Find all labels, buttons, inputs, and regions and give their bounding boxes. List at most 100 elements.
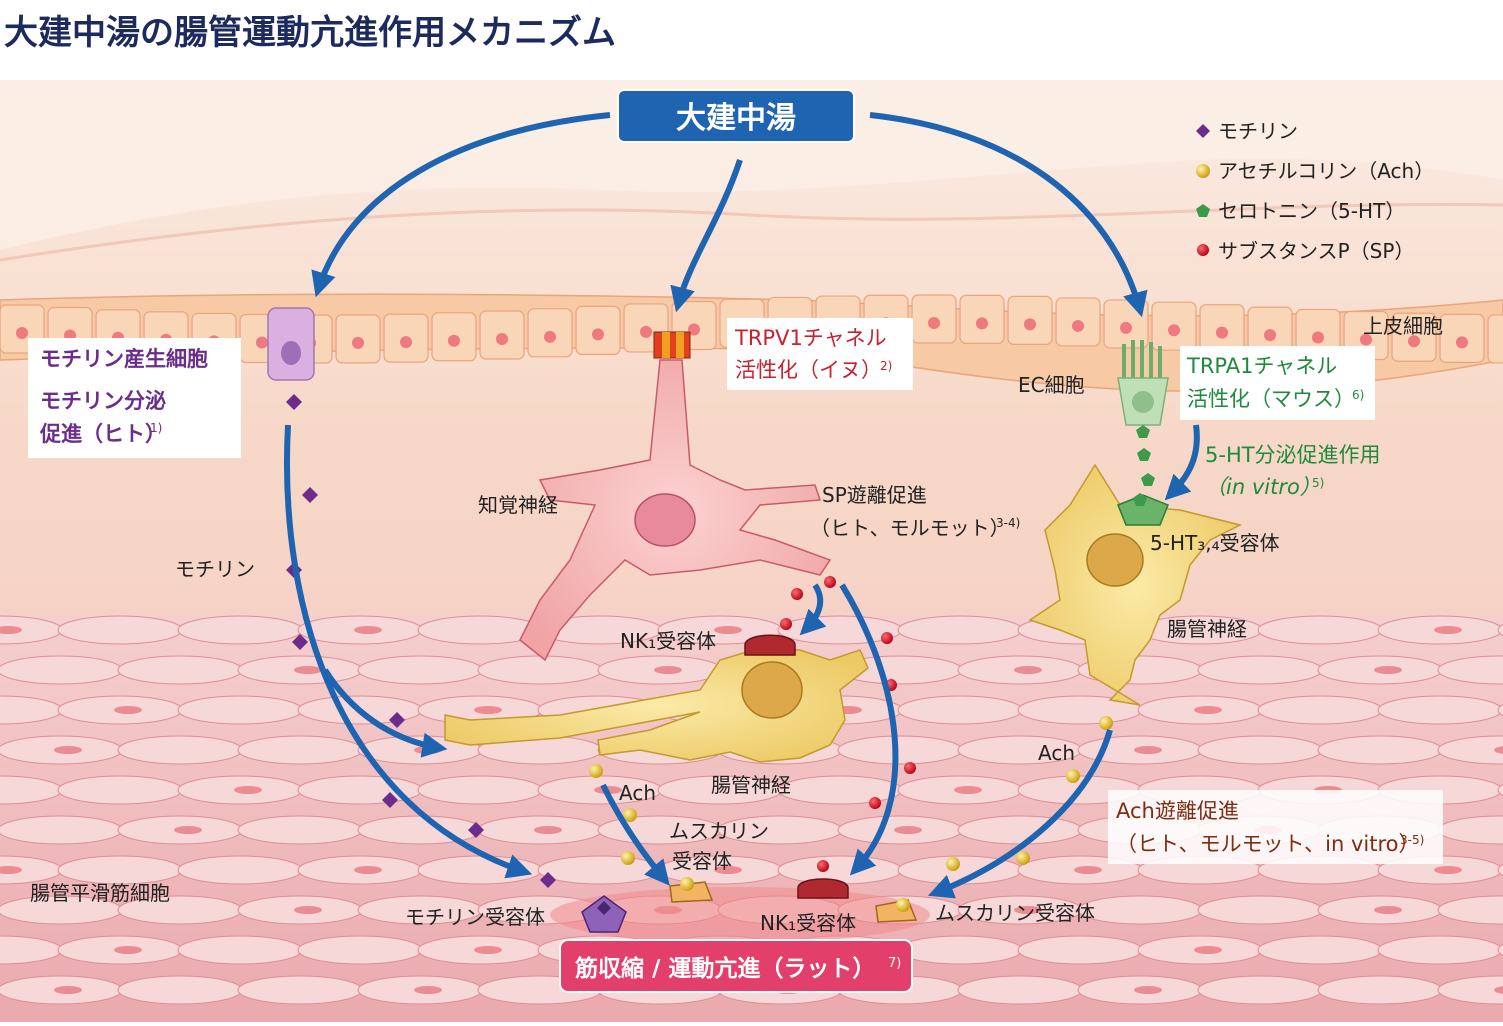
muscle-nucleus [54,746,82,754]
smooth-muscle-cell [537,855,663,885]
ach-molecule-icon [1099,716,1113,730]
smooth-muscle-cell [297,935,423,965]
ach-molecule-icon [623,808,637,822]
muscle-nucleus [1434,626,1462,634]
smooth-muscle-cell [1437,975,1503,1005]
epithelium-nucleus [1264,329,1276,342]
enteric-nerve-right [1028,463,1243,706]
motilin-box-line3: 促進（ヒト） [39,422,166,446]
outcome-badge-ref: 7) [888,956,901,971]
arrow-motilin-to-enteric-nerve [322,668,448,758]
pathway-arrows [284,112,1200,899]
muscle-nucleus [234,786,262,794]
smooth-muscle-cell [177,935,303,965]
smooth-muscle-cell [777,775,903,805]
label-nk1-lower: NK₁受容体 [760,911,856,935]
motilin-box-line2: モチリン分泌 [40,389,166,413]
arrow-5ht-to-receptor [1164,424,1200,501]
epithelium-nucleus [928,317,940,330]
motilin-box-line1: モチリン産生細胞 [40,347,208,371]
smooth-muscle-cell [0,655,123,685]
muscle-nucleus [1194,946,1222,954]
smooth-muscle-cell [837,735,963,765]
contracting-muscle-cell [550,887,930,943]
smooth-muscle-cell [1197,895,1323,925]
trpv1-channel [653,331,691,359]
muscle-nucleus [1374,666,1402,674]
ach-molecule-icon [1066,769,1080,783]
motilin-info-box: モチリン産生細胞 モチリン分泌 促進（ヒト） 1) [28,338,241,458]
smooth-muscle-cell [1197,975,1323,1005]
arrow-ach-to-muscarinic-right [927,729,1113,899]
pentagon-green-icon [1196,204,1210,217]
epithelium-nucleus [352,336,364,349]
ach-molecule-icon [896,898,910,912]
ach-molecule-icon [589,764,603,778]
epithelium-nucleus [496,332,508,345]
muscle-nucleus [1014,666,1042,674]
muscle-nucleus [354,626,382,634]
epithelium-nucleus [1360,333,1372,346]
smooth-muscle-cell [897,615,1023,645]
substance-p-molecule-icon [869,797,881,809]
serotonin-molecule-icon [1133,493,1147,506]
label-sp-release-ref: 3-4) [996,516,1020,530]
muscle-nucleus [174,826,202,834]
muscle-nucleus [714,626,742,634]
label-epithelium: 上皮細胞 [1363,314,1443,338]
epithelium-nucleus [1408,335,1420,348]
motilin-molecule-icon [286,394,302,410]
smooth-muscle-cell [1257,695,1383,725]
serotonin-molecule-icon [1137,448,1151,461]
muscle-nucleus [294,666,322,674]
muscle-nucleus [54,986,82,994]
epithelium-nucleus [976,317,988,330]
outcome-badge-label: 筋収縮 / 運動亢進（ラット） [575,955,875,982]
smooth-muscle-cell [357,655,483,685]
5ht-secretion-text: 5-HT分泌促進作用 （in vitro） 5) [1205,443,1381,499]
5ht-secretion-ref: 5) [1312,476,1324,490]
center-box[interactable]: 大建中湯 [617,89,855,143]
smooth-muscle-cell [1017,935,1143,965]
label-ach-center: Ach [619,781,656,805]
label-ec-cell: EC細胞 [1018,373,1085,397]
epithelium-nucleus [688,323,700,336]
muscle-nucleus [1014,906,1042,914]
muscle-nucleus [414,986,442,994]
epithelium-nucleus [1024,318,1036,331]
smooth-muscle-cell [237,975,363,1005]
smooth-muscle-cell [117,655,243,685]
smooth-muscle-cell [1197,655,1323,685]
diamond-purple-icon [1196,124,1210,138]
5ht-secretion-line2: （in vitro） [1205,475,1321,499]
motilin-producing-cell [267,307,315,381]
smooth-muscle-cell [57,775,183,805]
nk1-receptor-upper-icon [744,634,796,656]
muscle-nucleus [654,666,682,674]
legend-label-ach: アセチルコリン（Ach） [1218,159,1434,183]
muscle-nucleus [1194,706,1222,714]
epithelium-nucleus [16,327,28,339]
muscle-nucleus [354,866,382,874]
smooth-muscle-cell [357,815,483,845]
muscle-nucleus [474,706,502,714]
muscle-nucleus [894,826,922,834]
ach-release-box: Ach遊離促進 （ヒト、モルモット、in vitro） 3-5) [1108,790,1443,864]
ach-molecule-icon [1016,851,1030,865]
muscle-nucleus [0,626,22,634]
smooth-muscle-cell [177,695,303,725]
substance-p-molecule-icon [824,576,836,588]
ach-release-line2: （ヒト、モルモット、in vitro） [1116,832,1420,856]
label-5ht34-receptor: 5-HT₃,₄受容体 [1150,531,1280,555]
dot-red-icon [1197,244,1209,256]
muscle-nucleus [1434,866,1462,874]
arrow-sp-to-nk1-lower [839,583,899,876]
smooth-muscle-cell [897,935,1023,965]
motilin-molecule-icon [382,792,398,808]
legend: モチリン アセチルコリン（Ach） セロトニン（5-HT） サブスタンスP（SP… [1196,119,1434,263]
enteric-nerve-center-nucleus [741,661,803,719]
epithelium-nucleus [1072,319,1084,332]
sensory-nerve-nucleus [634,493,696,547]
label-enteric-nerve-right: 腸管神経 [1167,617,1247,641]
label-muscarinic-right: ムスカリン受容体 [935,901,1095,925]
